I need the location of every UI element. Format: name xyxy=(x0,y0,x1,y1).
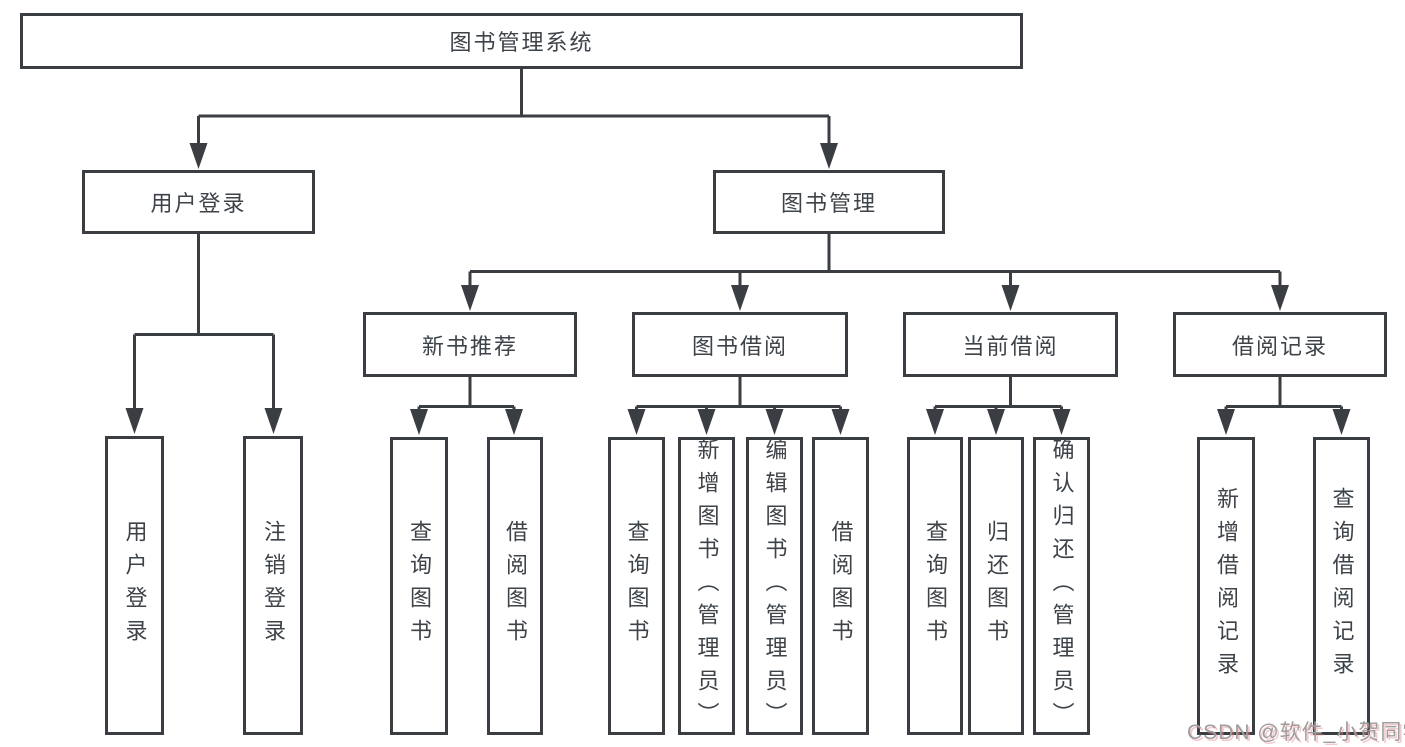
leaf-return-book: 归还图书 xyxy=(968,437,1024,735)
node-user-login: 用户登录 xyxy=(82,170,315,234)
leaf-confirm-return-admin: 确认归还（管理员） xyxy=(1033,437,1090,735)
node-borrow-records: 借阅记录 xyxy=(1173,312,1387,377)
leaf-borrow-books: 借阅图书 xyxy=(812,437,869,735)
node-new-book-recommend: 新书推荐 xyxy=(363,312,577,377)
leaf-query-books-current: 查询图书 xyxy=(907,437,963,735)
node-book-management: 图书管理 xyxy=(713,170,945,234)
node-current-borrow: 当前借阅 xyxy=(903,312,1118,377)
leaf-add-borrow-record: 新增借阅记录 xyxy=(1197,437,1255,735)
leaf-query-books-borrow: 查询图书 xyxy=(608,437,665,735)
node-library-management-system: 图书管理系统 xyxy=(20,13,1023,69)
leaf-add-book-admin: 新增图书（管理员） xyxy=(678,437,735,735)
leaf-user-login: 用户登录 xyxy=(105,436,164,735)
leaf-logout: 注销登录 xyxy=(243,436,303,735)
arrowhead-icons xyxy=(125,143,1351,435)
node-book-borrow: 图书借阅 xyxy=(632,312,848,377)
csdn-watermark: CSDN @软件_小贺同学 xyxy=(1187,721,1405,744)
leaf-edit-book-admin: 编辑图书（管理员） xyxy=(746,437,803,735)
leaf-borrow-books-recommend: 借阅图书 xyxy=(487,437,543,735)
leaf-query-borrow-record: 查询借阅记录 xyxy=(1313,437,1370,735)
leaf-query-books-recommend: 查询图书 xyxy=(390,437,448,735)
